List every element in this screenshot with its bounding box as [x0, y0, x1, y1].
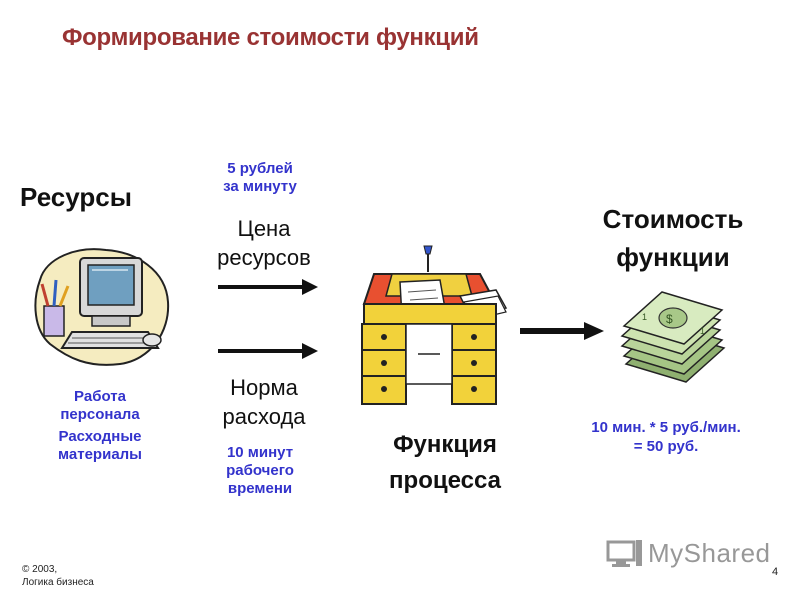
norm-value: 10 минут рабочего времени — [200, 444, 320, 498]
desk-clipart-icon — [356, 244, 516, 410]
cost-heading-line2: функции — [616, 242, 730, 272]
cost-formula-line2: = 50 руб. — [633, 438, 699, 455]
price-value-line1: 5 рублей — [227, 160, 293, 177]
price-value-line2: за минуту — [223, 178, 297, 195]
price-label: Цена ресурсов — [196, 214, 332, 272]
function-label-line2: процесса — [389, 467, 501, 494]
cost-heading-line1: Стоимость — [602, 204, 744, 234]
norm-label-line2: расхода — [222, 404, 306, 429]
watermark-text: MyShared — [648, 537, 771, 568]
svg-text:1: 1 — [700, 326, 705, 336]
resources-heading: Ресурсы — [20, 182, 132, 212]
svg-text:1: 1 — [642, 312, 647, 322]
copyright-line1: © 2003, — [22, 564, 58, 575]
price-value: 5 рублей за минуту — [200, 160, 320, 196]
price-label-line2: ресурсов — [217, 245, 311, 270]
resource-item-personnel-line1: Работа — [74, 388, 126, 405]
norm-value-line2: рабочего — [226, 462, 294, 479]
arrow-right-icon — [520, 322, 604, 340]
arrow-right-icon — [218, 343, 318, 359]
norm-label: Норма расхода — [196, 373, 332, 431]
page-number: 4 — [772, 566, 779, 578]
resources-items: Работа персонала Расходные материалы — [40, 388, 160, 464]
slide-title: Формирование стоимости функций — [62, 24, 479, 51]
function-label: Функция процесса — [360, 427, 530, 499]
cost-formula: 10 мин. * 5 руб./мин. = 50 руб. — [566, 418, 766, 456]
svg-text:$: $ — [666, 312, 673, 326]
norm-value-line3: времени — [227, 480, 293, 497]
arrow-right-icon — [218, 279, 318, 295]
norm-value-line1: 10 минут — [226, 444, 294, 461]
resource-item-personnel-line2: персонала — [60, 406, 140, 423]
resource-item-materials-line2: материалы — [58, 446, 142, 463]
cost-heading: Стоимость функции — [578, 200, 768, 276]
price-label-line1: Цена — [237, 216, 291, 241]
resource-item-materials-line1: Расходные — [58, 428, 142, 445]
function-label-line1: Функция — [393, 431, 497, 458]
copyright-line2: Логика бизнеса — [22, 577, 94, 588]
norm-label-line1: Норма — [230, 375, 298, 400]
copyright-text: © 2003, Логика бизнеса — [22, 563, 94, 589]
money-stack-icon: $ 1 1 — [616, 286, 734, 390]
cost-formula-line1: 10 мин. * 5 руб./мин. — [591, 419, 741, 436]
myshared-logo-icon: MyShared — [604, 536, 771, 570]
computer-clipart-icon — [28, 240, 173, 370]
